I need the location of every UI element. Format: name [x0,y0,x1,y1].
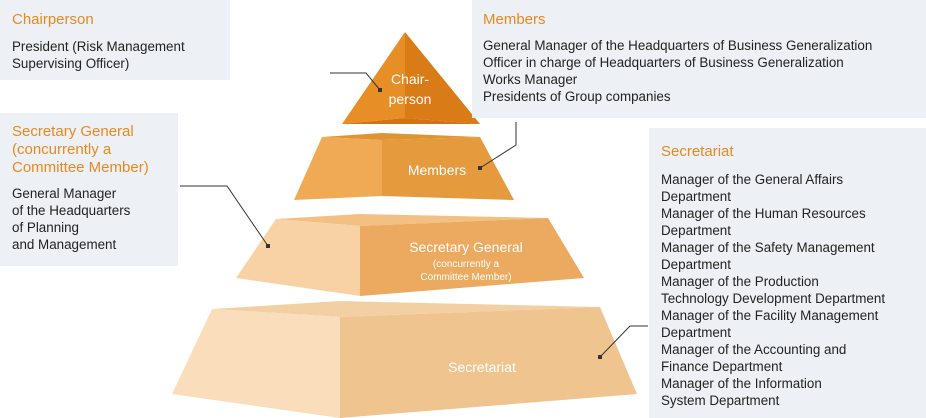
tier-chairperson-front-face [342,118,480,124]
chairperson-line: Supervising Officer) [12,56,130,71]
secretariat-line: Manager of the Accounting and [661,342,847,357]
tier-chairperson: Chair- person [342,32,480,124]
secretary-general-line: General Manager [12,186,117,201]
tier-members-top-face [322,133,480,140]
tier-secretary-top-face [276,214,548,226]
secretariat-line: Manager of the Human Resources [661,206,866,221]
members-line: Works Manager [483,72,578,87]
secretary-general-line: of Planning [12,220,80,235]
tier-secretariat-top-face [212,301,600,317]
secretariat-line: Manager of the Facility Management [661,308,879,323]
tier-chairperson-label-2: person [389,91,432,107]
members-line: Officer in charge of Headquarters of Bus… [483,55,844,70]
tier-secretary-right-face [360,218,584,296]
tier-chairperson-label-1: Chair- [391,71,429,87]
secretariat-line: System Department [661,393,780,408]
secretary-general-title: (concurrently a [12,141,112,158]
secretariat-line: Manager of the Production [661,274,819,289]
secretary-general-title: Committee Member) [12,159,149,176]
tier-secretary-general: Secretary General (concurrently a Commit… [236,214,584,296]
chairperson-line: President (Risk Management [12,39,185,54]
tier-secretary-sub-1: (concurrently a [433,259,500,270]
tier-secretariat-label: Secretariat [448,359,516,375]
tier-chairperson-left-face [342,32,405,124]
connector-dots [266,88,602,359]
secretariat-line: Department [661,189,731,204]
tier-chairperson-right-face [405,32,480,124]
tier-secretariat-left-face [172,309,340,418]
secretariat-line: Manager of the Information [661,376,822,391]
secretariat-line: Technology Development Department [661,291,886,306]
connectors [180,72,648,358]
secretary-general-title: Secretary General [12,123,134,140]
tier-secretary-label: Secretary General [409,239,523,255]
chairperson-title: Chairperson [12,11,94,28]
connector-dot-chairperson [378,88,382,92]
connector-chairperson [330,72,381,91]
members-box: Members General Manager of the Headquart… [472,0,926,118]
tier-secretary-left-face [236,219,360,296]
members-title: Members [483,11,546,28]
secretariat-line: Department [661,257,731,272]
connector-secretary [180,185,269,247]
tier-secretariat-right-face [340,307,637,418]
secretary-general-line: of the Headquarters [12,203,131,218]
connector-members [479,122,517,169]
tier-members-right-face [382,137,514,200]
secretariat-line: Finance Department [661,359,783,374]
members-line: Presidents of Group companies [483,89,671,104]
connector-dot-secretary [266,244,270,248]
tier-members-label: Members [408,162,466,178]
connector-dot-members [478,166,482,170]
connector-secretariat [599,325,648,358]
tier-secretary-sub-2: Committee Member) [420,272,511,283]
secretariat-title: Secretariat [661,143,734,160]
secretary-general-line: and Management [12,237,117,252]
secretary-general-box: Secretary General (concurrently a Commit… [0,113,178,266]
tier-secretariat: Secretariat [172,301,637,418]
connector-dot-secretariat [598,355,602,359]
secretariat-line: Manager of the General Affairs [661,172,844,187]
tier-members-left-face [294,137,382,200]
secretariat-box: Secretariat Manager of the General Affai… [649,128,926,418]
secretariat-line: Department [661,325,731,340]
members-line: General Manager of the Headquarters of B… [483,38,873,53]
tier-members: Members [294,133,514,200]
secretariat-line: Department [661,223,731,238]
chairperson-box: Chairperson President (Risk Management S… [0,0,230,80]
secretariat-line: Manager of the Safety Management [661,240,875,255]
